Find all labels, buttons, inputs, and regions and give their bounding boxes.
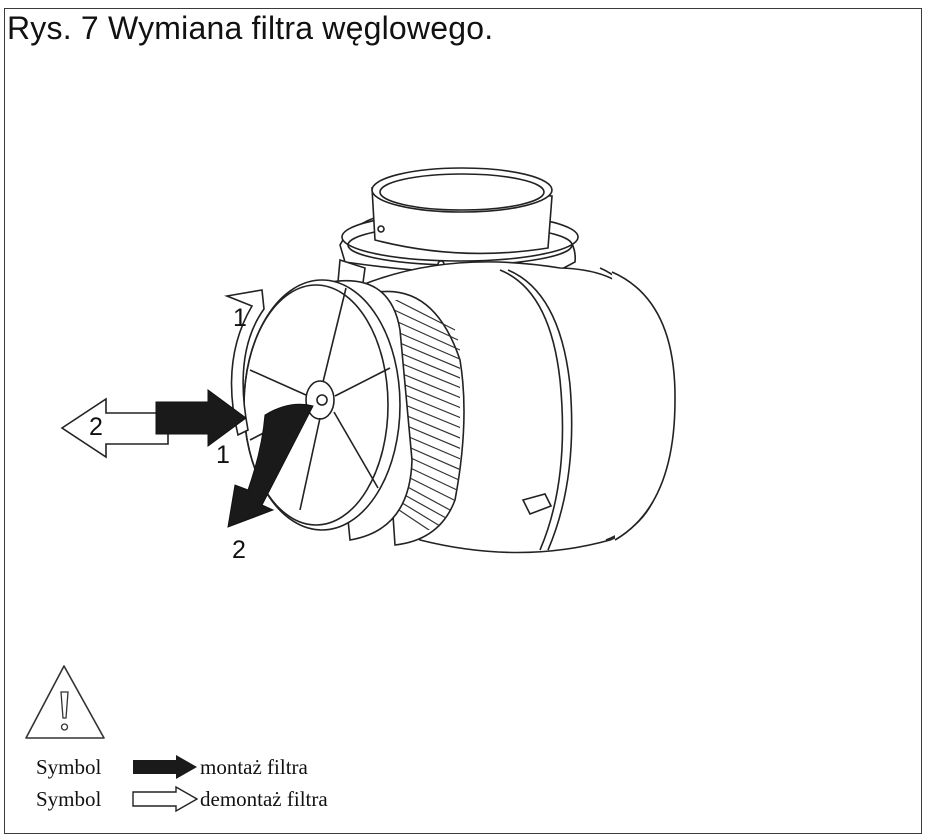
callout-black-straight: 1	[216, 441, 230, 469]
callout-white-straight: 2	[89, 413, 103, 441]
white-curved-arrow	[224, 289, 265, 437]
page-title: Rys. 7 Wymiana filtra węglowego.	[7, 10, 494, 46]
black-curved-arrow	[227, 403, 314, 528]
legend-row-mount: Symbol montaż filtra	[36, 754, 308, 780]
callout-white-curved: 1	[233, 304, 247, 332]
white-straight-arrow	[60, 397, 169, 459]
outlet-collar	[371, 167, 553, 277]
legend-desc-dismount: demontaż filtra	[200, 786, 328, 811]
white-arrow-icon	[132, 786, 198, 812]
legend-symbol-label: Symbol	[36, 754, 102, 779]
legend-desc-mount: montaż filtra	[200, 754, 308, 779]
carbon-filter	[243, 279, 413, 541]
callout-black-curved: 2	[232, 536, 246, 564]
black-arrow-icon	[133, 755, 197, 779]
black-straight-arrow	[155, 389, 247, 447]
warning-triangle-icon	[25, 665, 105, 739]
legend-symbol-label: Symbol	[36, 786, 102, 811]
legend-row-dismount: Symbol demontaż filtra	[36, 786, 328, 812]
